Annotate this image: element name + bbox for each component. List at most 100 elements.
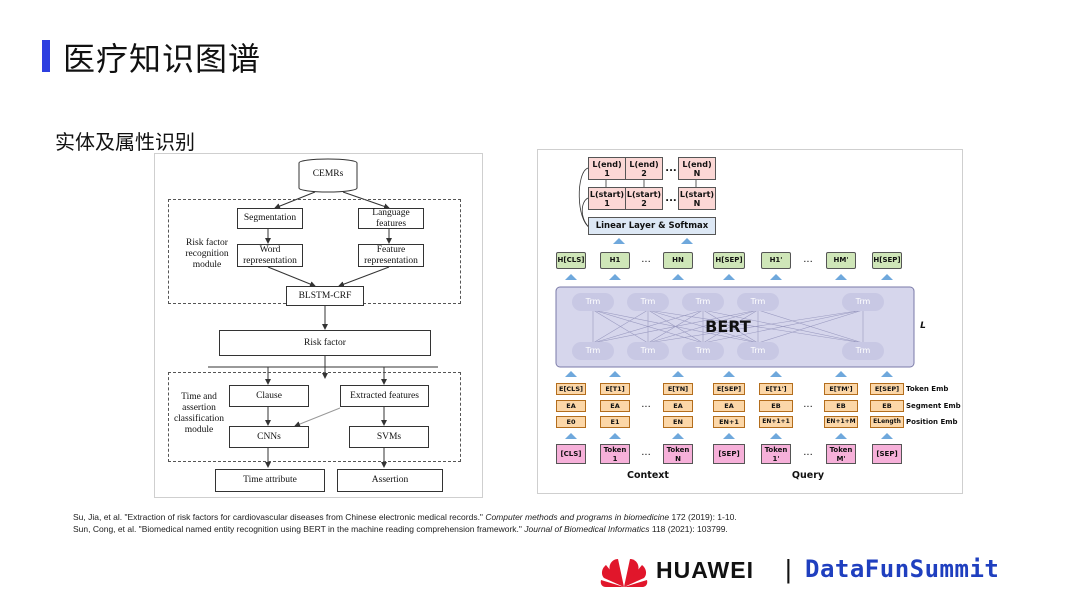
h-m-prime: HM' — [826, 252, 856, 269]
context-label: Context — [627, 470, 669, 481]
arrow-up-icon — [770, 274, 782, 280]
l-start-2: L(start) 2 — [625, 187, 663, 210]
assertion-box: Assertion — [337, 469, 443, 492]
h-n: HN — [663, 252, 693, 269]
reference-2: Sun, Cong, et al. "Biomedical named enti… — [73, 523, 737, 535]
emb-ellipsis-2: ... — [803, 399, 813, 410]
huawei-brand: HUAWEI — [656, 557, 754, 583]
right-figure: L(end) 1 L(end) 2 ... L(end) N L(start) … — [537, 149, 963, 494]
segment-emb-label: Segment Emb — [906, 402, 961, 410]
trm-top-4: Trm — [737, 293, 779, 311]
ref2-journal: Journal of Biomedical Informatics — [524, 524, 650, 534]
arrow-up-icon — [565, 433, 577, 439]
emb-seg-tmp: EB — [824, 400, 858, 412]
arrow-up-icon — [770, 433, 782, 439]
h-sep-2: H[SEP] — [872, 252, 902, 269]
emb-token-sep1: E[SEP] — [713, 383, 745, 395]
huawei-logo-icon — [600, 559, 648, 587]
input-ellipsis-1: ... — [641, 447, 651, 458]
section-subtitle: 实体及属性识别 — [55, 130, 195, 154]
arrow-up-icon — [681, 238, 693, 244]
token-emb-label: Token Emb — [906, 385, 949, 393]
linear-softmax-box: Linear Layer & Softmax — [588, 217, 716, 235]
arrow-up-icon — [723, 371, 735, 377]
emb-token-tn: E[TN] — [663, 383, 693, 395]
ref1-journal: Computer methods and programs in biomedi… — [485, 512, 670, 522]
extracted-features-box: Extracted features — [340, 385, 429, 407]
trm-bottom-2: Trm — [627, 342, 669, 360]
input-cls: [CLS] — [556, 444, 586, 464]
emb-seg-sep1: EA — [713, 400, 745, 412]
arrow-up-icon — [723, 433, 735, 439]
reference-1: Su, Jia, et al. "Extraction of risk fact… — [73, 511, 737, 523]
input-token-m-prime: Token M' — [826, 444, 856, 464]
input-sep-2: [SEP] — [872, 444, 902, 464]
arrow-up-icon — [881, 371, 893, 377]
emb-token-sep2: E[SEP] — [870, 383, 904, 395]
left-figure: CEMRs Risk factor recognition module Seg… — [154, 153, 483, 498]
trm-bottom-1: Trm — [572, 342, 614, 360]
emb-token-cls: E[CLS] — [556, 383, 586, 395]
layer-count-label: L — [920, 321, 926, 331]
emb-pos-cls: E0 — [556, 416, 586, 428]
h-ellipsis-2: ... — [803, 254, 813, 265]
ref1-suffix: 172 (2019): 1-10. — [669, 512, 737, 522]
emb-seg-t1: EA — [600, 400, 630, 412]
emb-token-t1: E[T1] — [600, 383, 630, 395]
cemrs-node: CEMRs — [312, 169, 344, 179]
emb-pos-sep1: EN+1 — [713, 416, 745, 428]
l-start-n: L(start) N — [678, 187, 716, 210]
emb-pos-tn: EN — [663, 416, 693, 428]
trm-bottom-5: Trm — [842, 342, 884, 360]
clause-box: Clause — [229, 385, 309, 407]
arrow-up-icon — [613, 238, 625, 244]
trm-top-3: Trm — [682, 293, 724, 311]
emb-seg-t1p: EB — [759, 400, 793, 412]
arrow-up-icon — [835, 433, 847, 439]
arrow-up-icon — [835, 274, 847, 280]
segmentation-box: Segmentation — [237, 208, 303, 229]
emb-token-t1p: E[T1'] — [759, 383, 793, 395]
arrow-up-icon — [723, 274, 735, 280]
emb-pos-t1: E1 — [600, 416, 630, 428]
bert-label: BERT — [705, 317, 751, 336]
position-emb-label: Position Emb — [906, 418, 958, 426]
word-representation-box: Word representation — [237, 244, 303, 267]
ref1-text: Su, Jia, et al. "Extraction of risk fact… — [73, 512, 486, 522]
blstm-crf-box: BLSTM-CRF — [286, 286, 364, 306]
arrow-up-icon — [881, 433, 893, 439]
h-sep-1: H[SEP] — [713, 252, 745, 269]
emb-seg-cls: EA — [556, 400, 586, 412]
time-attribute-box: Time attribute — [215, 469, 325, 492]
arrow-up-icon — [565, 371, 577, 377]
datafunsummit-brand: DataFunSummit — [805, 555, 1000, 583]
brand-divider: | — [785, 554, 792, 584]
emb-pos-t1p: EN+1+1 — [759, 416, 793, 428]
arrow-up-icon — [672, 433, 684, 439]
arrow-up-icon — [835, 371, 847, 377]
input-token-1-prime: Token 1' — [761, 444, 791, 464]
trm-bottom-4: Trm — [737, 342, 779, 360]
arrow-up-icon — [770, 371, 782, 377]
trm-top-5: Trm — [842, 293, 884, 311]
svms-box: SVMs — [349, 426, 429, 448]
emb-seg-tn: EA — [663, 400, 693, 412]
language-features-box: Language features — [358, 208, 424, 229]
risk-factor-module-label: Risk factor recognition module — [185, 238, 229, 270]
ref2-suffix: 118 (2021): 103799. — [649, 524, 728, 534]
h-ellipsis-1: ... — [641, 254, 651, 265]
cnns-box: CNNs — [229, 426, 309, 448]
l-end-ellipsis: ... — [665, 163, 677, 174]
h-cls: H[CLS] — [556, 252, 586, 269]
l-start-ellipsis: ... — [665, 193, 677, 204]
references: Su, Jia, et al. "Extraction of risk fact… — [73, 511, 737, 535]
arrow-up-icon — [881, 274, 893, 280]
feature-representation-box: Feature representation — [358, 244, 424, 267]
arrow-up-icon — [609, 371, 621, 377]
input-token-n: Token N — [663, 444, 693, 464]
trm-top-1: Trm — [572, 293, 614, 311]
risk-factor-box: Risk factor — [219, 330, 431, 356]
classification-module-frame — [168, 372, 461, 462]
arrow-up-icon — [672, 274, 684, 280]
trm-bottom-3: Trm — [682, 342, 724, 360]
